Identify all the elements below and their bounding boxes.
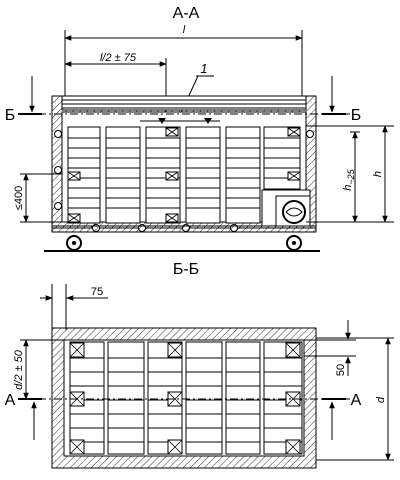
dimension-50-label: 50 xyxy=(335,364,347,376)
lumber-stacks-aa xyxy=(54,126,314,224)
dimension-half-depth: d/2 ± 50 xyxy=(13,339,64,400)
stack-aa-4 xyxy=(185,126,221,224)
dimension-400-label: ≤400 xyxy=(13,186,25,210)
section-bb-title: Б-Б xyxy=(173,261,199,278)
spacer-blocks-bb xyxy=(69,342,301,455)
section-bb: Б-Б 75 xyxy=(5,261,394,469)
dimension-75-label: 75 xyxy=(91,286,103,298)
dimension-h-minus-label: h−25 xyxy=(342,168,356,190)
section-aa-title: А-А xyxy=(173,5,200,22)
dimension-75: 75 xyxy=(40,284,108,330)
cut-aa-left-label: А xyxy=(5,392,16,409)
cut-line-aa: А А xyxy=(5,392,362,440)
dimension-depth: d xyxy=(316,337,394,461)
callout-1-label: 1 xyxy=(200,61,207,76)
stack-bb-5 xyxy=(225,341,261,455)
cut-aa-right-label: А xyxy=(351,392,362,409)
dimension-h-label: h xyxy=(372,171,384,177)
dimension-50: 50 xyxy=(304,320,356,376)
dimension-depth-label: d xyxy=(375,396,387,403)
dimension-length-label: l xyxy=(183,24,186,36)
stack-bb-3 xyxy=(147,341,183,455)
spacer-blocks-aa xyxy=(67,127,301,223)
stack-aa-2 xyxy=(105,126,141,224)
cut-bb-right-label: Б xyxy=(351,107,362,124)
cut-line-bb: Б Б xyxy=(5,76,362,124)
dimension-height: h h−25 xyxy=(306,125,394,223)
dimension-half-depth-label: d/2 ± 50 xyxy=(13,349,25,390)
stack-bb-4 xyxy=(185,341,223,455)
dimension-400: ≤400 xyxy=(13,173,62,223)
dimension-half-length-label: l/2 ± 75 xyxy=(100,52,137,64)
fan-unit xyxy=(261,189,311,227)
stack-bb-2 xyxy=(107,341,145,455)
cut-bb-left-label: Б xyxy=(5,107,16,124)
stack-aa-5 xyxy=(225,126,261,224)
wheels xyxy=(44,225,320,252)
lumber-stacks-bb xyxy=(69,341,303,455)
section-aa: А-А l l/2 ± 75 1 xyxy=(5,5,394,252)
